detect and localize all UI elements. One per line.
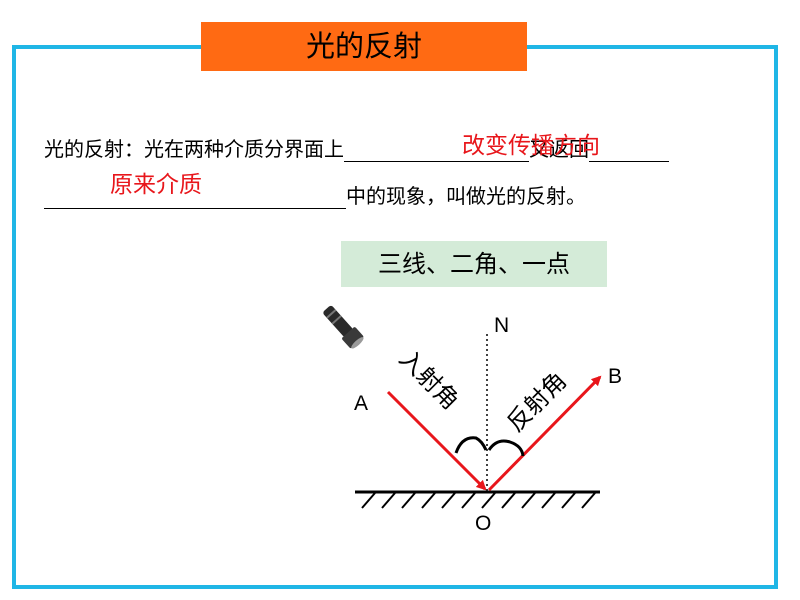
answer-text-2: 原来介质 [110, 172, 202, 198]
mirror-hatching [361, 492, 596, 509]
reflection-angle-brace [487, 439, 525, 457]
answer-blank-2-end [44, 186, 346, 209]
point-b-label: B [608, 365, 622, 388]
flashlight-icon [323, 305, 364, 349]
answer-blank-2-start [589, 139, 669, 162]
incident-ray [386, 390, 487, 491]
summary-tag: 三线、二角、一点 [341, 241, 607, 287]
definition-suffix: 中的现象，叫做光的反射。 [346, 184, 586, 208]
definition-line-2: 中的现象，叫做光的反射。 [44, 180, 586, 209]
reflection-angle-label: 反射角 [501, 367, 572, 438]
definition-prefix: 光的反射：光在两种介质分界面上 [44, 137, 344, 161]
normal-label: N [494, 314, 509, 337]
answer-blank-1 [344, 139, 529, 162]
reflected-ray [487, 375, 602, 492]
incidence-angle-label: 入射角 [394, 344, 465, 415]
definition-middle: 又返回 [529, 137, 589, 161]
answer-text-1: 改变传播方向 [462, 133, 600, 159]
incidence-angle-brace [454, 436, 488, 454]
point-a-label: A [354, 392, 368, 415]
point-o-label: O [475, 512, 491, 535]
definition-line-1: 光的反射：光在两种介质分界面上 又返回 [44, 133, 669, 162]
slide-title: 光的反射 [201, 22, 527, 71]
